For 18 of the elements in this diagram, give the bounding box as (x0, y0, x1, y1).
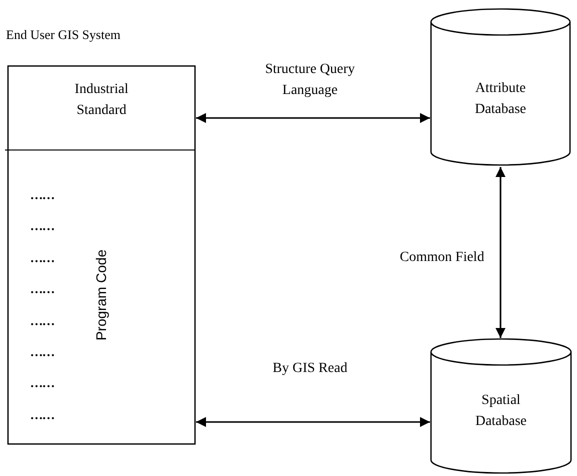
code-ellipsis: …… (30, 406, 54, 423)
double-arrow (196, 113, 430, 123)
code-ellipsis: …… (30, 281, 54, 298)
code-ellipsis: …… (30, 187, 54, 203)
database-label: Attribute Database (474, 80, 528, 119)
database-cylinder (430, 338, 572, 474)
section-label: Industrial Standard (74, 81, 130, 120)
code-ellipsis: …… (30, 218, 54, 234)
double-arrow (496, 167, 506, 338)
database-label: Spatial Database (474, 392, 528, 431)
database-cylinder (430, 8, 571, 166)
section-label: Program Code (93, 248, 109, 343)
code-ellipsis: …… (30, 250, 54, 266)
code-ellipsis: …… (30, 312, 54, 329)
double-arrow (196, 417, 430, 427)
code-ellipsis: …… (30, 344, 54, 360)
code-ellipsis: …… (30, 375, 54, 392)
system-title: End User GIS System (6, 27, 120, 43)
